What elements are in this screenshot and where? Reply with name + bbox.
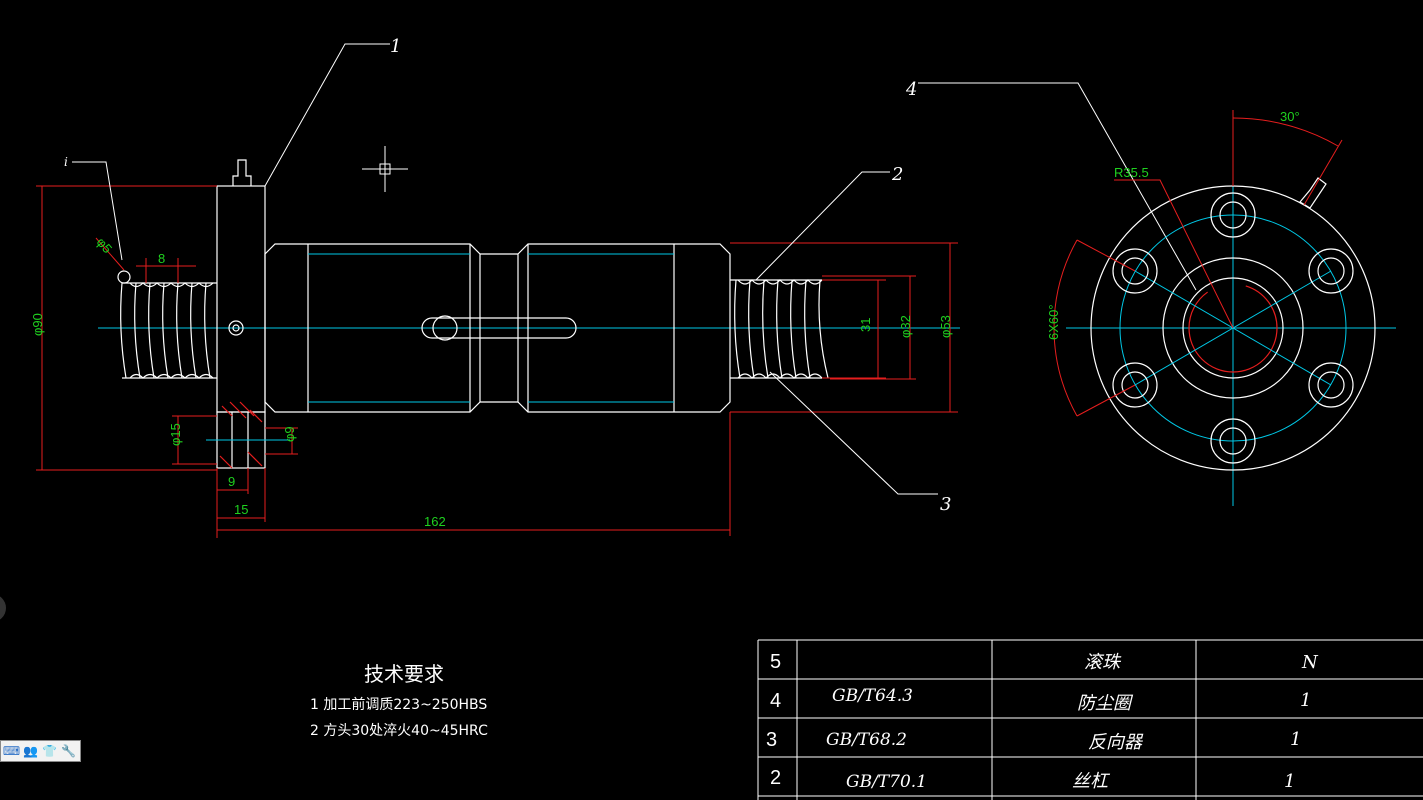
requirement-item-1: 1 加工前调质223~250HBS [310, 696, 487, 713]
leader-labels: 1 2 3 4 i [64, 36, 951, 515]
bom-no: 3 [766, 729, 777, 751]
bom-code: GB/T68.2 [826, 730, 907, 750]
users-icon[interactable]: 👥 [23, 744, 38, 758]
leader-label-1: 1 [390, 36, 401, 57]
front-dimensions [36, 185, 958, 538]
left-threaded-section [117, 270, 217, 379]
dim-len162: 162 [424, 514, 446, 529]
keyboard-icon[interactable]: ⌨ [2, 744, 21, 758]
bom-row-4: 4 GB/T64.3 防尘圈 1 [770, 686, 1311, 714]
lube-port [228, 320, 244, 336]
side-dimension-texts: R35.5 30° 6X60° [1046, 109, 1300, 340]
right-threaded-section [730, 279, 829, 379]
dim-phi15: φ15 [168, 423, 183, 446]
bom-qty: 1 [1300, 690, 1311, 711]
bom-no: 2 [770, 767, 781, 789]
front-dimension-texts: φ5 8 φ90 φ15 φ9 9 15 162 31 φ32 φ53 [30, 235, 953, 529]
technical-requirements: 技术要求 1 加工前调质223~250HBS 2 方头30处淬火40~45HRC [310, 662, 488, 739]
bom-no: 4 [770, 690, 781, 712]
bom-qty: 1 [1290, 729, 1301, 750]
bom-code: GB/T70.1 [846, 772, 927, 792]
dim-phi5: φ5 [94, 235, 116, 257]
side-view [1053, 110, 1396, 506]
dim-ang30: 30° [1280, 109, 1300, 124]
bom-qty: N [1301, 652, 1319, 673]
bom-code: GB/T64.3 [832, 686, 913, 706]
bolt-holes [1112, 192, 1354, 464]
requirements-title: 技术要求 [364, 662, 444, 686]
leader-label-3: 3 [940, 494, 951, 515]
side-panel-handle[interactable] [0, 594, 6, 622]
shirt-icon[interactable]: 👕 [42, 744, 57, 758]
dim-phi53: φ53 [938, 315, 953, 338]
leader-lines [72, 43, 1197, 495]
floating-toolbar: ⌨ 👥 👕 🔧 [0, 740, 81, 762]
key-slot [421, 317, 577, 339]
dim-holes: 6X60° [1046, 304, 1061, 340]
bolt-circle [1119, 214, 1347, 442]
wrench-icon[interactable]: 🔧 [61, 744, 76, 758]
flange-block [216, 185, 266, 413]
bom-name: 滚珠 [1084, 652, 1122, 673]
crosshair-cursor-icon [362, 146, 408, 192]
bom-name: 丝杠 [1072, 771, 1111, 792]
boss-section [206, 401, 290, 469]
dim-phi32: φ32 [898, 315, 913, 338]
dim-pitch8: 8 [158, 251, 165, 266]
front-view [98, 146, 960, 469]
bom-row-2: 2 GB/T70.1 丝杠 1 [770, 767, 1295, 792]
dim-d31: 31 [858, 318, 873, 332]
dim-phi90: φ90 [30, 313, 45, 336]
dim-w15: 15 [234, 502, 248, 517]
bom-no: 5 [770, 651, 781, 673]
bom-name: 反向器 [1088, 732, 1144, 753]
bom-qty: 1 [1284, 771, 1295, 792]
dim-phi9: φ9 [282, 426, 297, 442]
leader-label-i: i [64, 155, 68, 169]
bom-name: 防尘圈 [1077, 693, 1134, 714]
leader-label-2: 2 [891, 164, 903, 185]
leader-label-4: 4 [905, 79, 917, 100]
bom-row-5: 5 滚珠 N [770, 651, 1319, 673]
dim-w9: 9 [228, 474, 235, 489]
bom-table [757, 639, 1423, 800]
nut-body [264, 243, 731, 413]
dim-r355: R35.5 [1114, 165, 1149, 180]
bom-row-3: 3 GB/T68.2 反向器 1 [766, 729, 1301, 753]
requirement-item-2: 2 方头30处淬火40~45HRC [310, 723, 488, 739]
